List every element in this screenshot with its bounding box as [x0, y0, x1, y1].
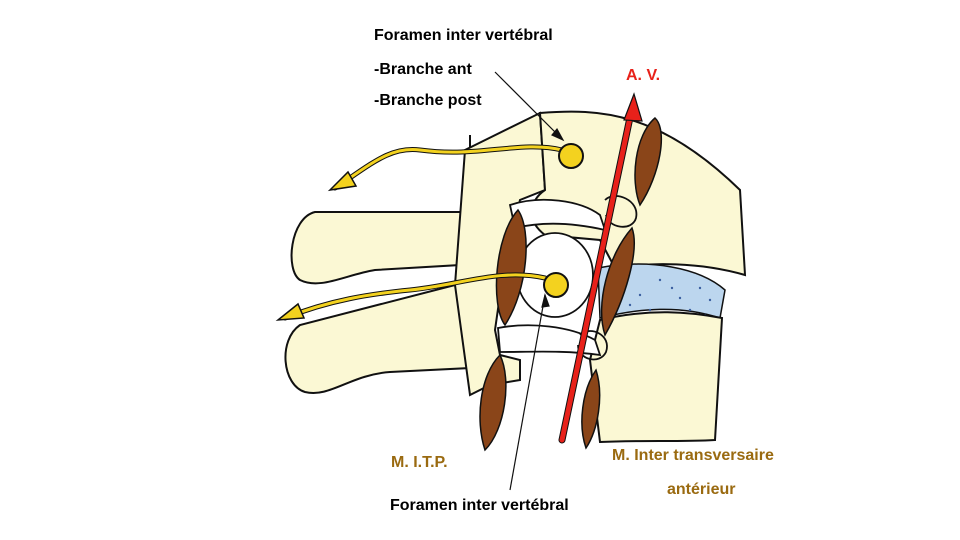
label-branche-post: -Branche post	[374, 92, 482, 109]
upper-spinous-process	[290, 135, 471, 285]
label-foramen-bottom: Foramen inter vertébral	[390, 497, 569, 514]
lower-spinous-process	[284, 283, 471, 394]
leader-lines	[494, 71, 565, 491]
itp-muscle-upper	[495, 208, 527, 327]
label-av: A. V.	[626, 67, 661, 84]
ita-muscle-middle	[600, 226, 635, 337]
nerve-upper	[327, 143, 584, 192]
itp-muscle-lower	[479, 353, 507, 452]
label-mita-line1: M. Inter transversaire	[612, 447, 774, 464]
label-mitp: M. I.T.P.	[391, 454, 448, 471]
foramen-opening-lower	[497, 324, 602, 357]
nerve-lower	[275, 272, 569, 321]
lower-vertebral-body	[588, 311, 724, 444]
label-mita-line2: antérieur	[667, 481, 736, 498]
vertebral-artery	[558, 92, 643, 444]
label-foramen-top: Foramen inter vertébral	[374, 27, 553, 44]
ita-muscle-top	[634, 116, 663, 207]
label-branche-ant: -Branche ant	[374, 61, 472, 78]
ita-muscle-bottom	[581, 368, 601, 450]
